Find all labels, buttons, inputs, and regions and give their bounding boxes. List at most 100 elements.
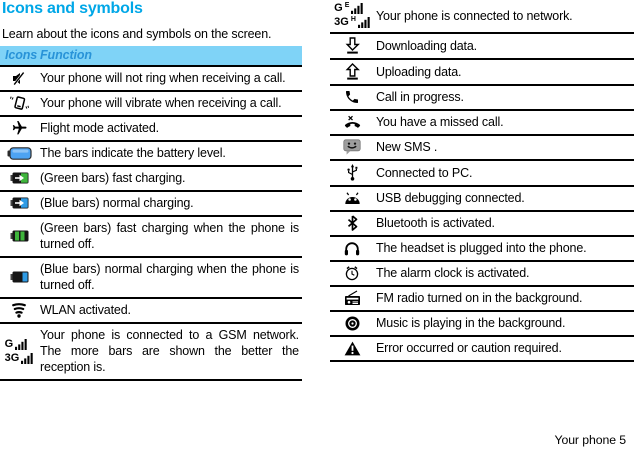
row-function-text: The headset is plugged into the phone. [376, 241, 587, 255]
table-row-icon-cell [330, 191, 374, 205]
row-function-text: New SMS . [376, 140, 438, 154]
row-function-text: USB debugging connected. [376, 191, 525, 205]
row-function-text: Connected to PC. [376, 165, 473, 180]
table-row-icon-cell [330, 316, 374, 331]
call-icon [344, 89, 360, 105]
page-footer: Your phone 5 [554, 433, 626, 447]
table-row-icon-cell [330, 341, 374, 356]
headset-icon [344, 241, 360, 256]
table-row-icon-cell [0, 271, 38, 283]
row-function-text: (Blue bars) normal charging. [40, 196, 194, 210]
row-function-text: The bars indicate the battery level. [40, 146, 226, 160]
table-row-icon-cell [0, 230, 38, 242]
table-row: The headset is plugged into the phone. [330, 237, 634, 262]
row-function-text: Call in progress. [376, 90, 464, 104]
download-icon [345, 37, 360, 54]
table-row: (Blue bars) normal charging. [0, 192, 302, 217]
table-row-icon-cell [330, 241, 374, 256]
flight-mode-icon [11, 120, 28, 136]
table-row: Music is playing in the background. [330, 312, 634, 337]
row-function-text: WLAN activated. [40, 303, 131, 317]
table-row-icon-cell [0, 95, 38, 111]
table-row-icon-cell [330, 265, 374, 281]
table-row: (Blue bars) normal charging when the pho… [0, 258, 302, 299]
table-row: Uploading data. [330, 60, 634, 86]
row-function-text: Your phone will not ring when receiving … [40, 71, 286, 85]
row-function-text: (Green bars) fast charging when the phon… [40, 221, 299, 251]
vibrate-icon [9, 95, 29, 111]
row-function-text: (Blue bars) normal charging when the pho… [40, 262, 299, 292]
battery-level-icon [7, 146, 32, 160]
alarm-clock-icon [344, 265, 360, 281]
table-row: FM radio turned on in the background. [330, 287, 634, 312]
table-row: Connected to PC. [330, 161, 634, 187]
table-row: (Green bars) fast charging. [0, 167, 302, 192]
battery-fast-charging-off-icon [10, 230, 29, 242]
table-row: Your phone will not ring when receiving … [0, 67, 302, 92]
pc-connection-icon [346, 164, 359, 181]
table-row-icon-cell [0, 172, 38, 184]
bluetooth-icon [347, 215, 358, 231]
fm-radio-icon [344, 290, 361, 306]
table-row: You have a missed call. [330, 111, 634, 136]
error-icon [344, 341, 361, 356]
table-row-icon-cell [330, 164, 374, 181]
row-function-text: Your phone will vibrate when receiving a… [40, 96, 282, 110]
row-function-text: Downloading data. [376, 38, 477, 53]
row-function-text: You have a missed call. [376, 115, 504, 129]
table-row-icon-cell [330, 63, 374, 80]
row-function-text: Music is playing in the background. [376, 316, 566, 330]
missed-call-icon [343, 115, 362, 129]
battery-fast-charging-icon [10, 172, 29, 184]
table-header-function: Function [40, 48, 92, 62]
mute-icon [11, 71, 27, 86]
table-row: WLAN activated. [0, 299, 302, 324]
table-row-icon-cell [330, 115, 374, 129]
table-row: Your phone will vibrate when receiving a… [0, 92, 302, 117]
table-header: Icons Function [0, 46, 302, 67]
table-row: (Green bars) fast charging when the phon… [0, 217, 302, 258]
table-row-icon-cell [0, 302, 38, 318]
table-header-icons: Icons [5, 48, 38, 62]
page-title: Icons and symbols [2, 0, 143, 17]
row-function-text: FM radio turned on in the background. [376, 291, 583, 305]
row-function-text: Bluetooth is activated. [376, 216, 495, 230]
table-row-icon-cell [0, 197, 38, 209]
table-row: USB debugging connected. [330, 187, 634, 212]
table-row-icon-cell [330, 139, 374, 155]
table-row-icon-cell [0, 120, 38, 136]
row-function-text: Uploading data. [376, 64, 462, 79]
table-row: Downloading data. [330, 34, 634, 60]
row-function-text: The alarm clock is activated. [376, 266, 530, 280]
table-row: The alarm clock is activated. [330, 262, 634, 287]
battery-normal-charging-off-icon [10, 271, 29, 283]
table-row-icon-cell [330, 290, 374, 306]
icons-table-left: Icons Function Your phone will not ring … [0, 46, 302, 381]
row-function-text: Error occurred or caution required. [376, 341, 562, 355]
table-body-left: Your phone will not ring when receiving … [0, 67, 302, 381]
table-row-icon-cell [330, 215, 374, 231]
table-row-icon-cell [0, 146, 38, 160]
table-row-icon-cell [0, 71, 38, 86]
usb-debugging-icon [344, 191, 361, 205]
table-row: New SMS . [330, 136, 634, 161]
row-function-text: Flight mode activated. [40, 121, 159, 135]
table-row: Error occurred or caution required. [330, 337, 634, 362]
table-row: Call in progress. [330, 86, 634, 111]
music-icon [345, 316, 360, 331]
battery-normal-charging-icon [10, 197, 29, 209]
wlan-icon [11, 302, 27, 318]
row-function-text: Your phone is connected to network. [376, 8, 573, 23]
upload-icon [345, 63, 360, 80]
table-row-icon-cell [330, 89, 374, 105]
table-row-icon-cell [330, 37, 374, 54]
row-function-text: Your phone is connected to a GSM network… [40, 328, 299, 374]
sms-icon [343, 139, 361, 155]
